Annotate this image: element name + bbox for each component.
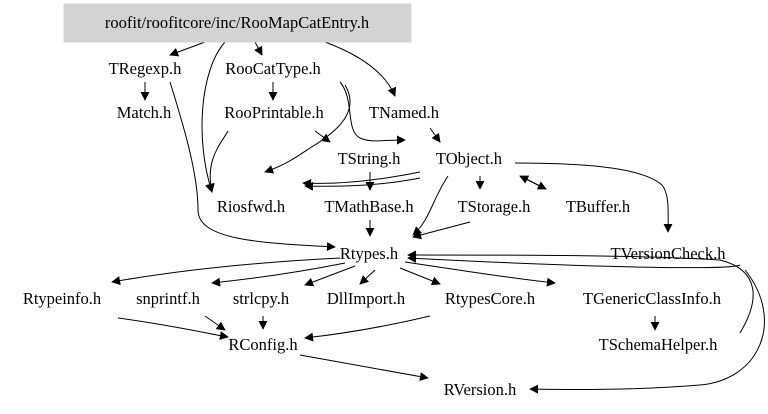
node-tgenericclassinfo: TGenericClassInfo.h: [583, 289, 722, 308]
node-tbuffer: TBuffer.h: [566, 197, 631, 216]
node-tmathbase: TMathBase.h: [324, 197, 414, 216]
edge-rtypes-snprintf: [211, 262, 346, 287]
edge-tstring-riosfwd: [302, 171, 421, 188]
edge-rtypes-tgenericclassinfo: [404, 261, 556, 287]
edge-rconfig-rversion: [299, 354, 429, 381]
edge-snprintf-rconfig: [204, 315, 226, 331]
node-tstorage: TStorage.h: [458, 197, 532, 216]
edge-rtypes-rtypeinfo: [111, 257, 341, 286]
edge-root-tnamed: [324, 41, 397, 97]
root-node-label: roofit/roofitcore/inc/RooMapCatEntry.h: [105, 13, 370, 32]
node-tnamed: TNamed.h: [369, 103, 440, 122]
edge-rooprintable-riosfwd: [205, 130, 229, 193]
edge-rtypes-dllimport: [359, 269, 376, 285]
edge-tnamed-tobject: [429, 127, 441, 143]
node-rversion: RVersion.h: [444, 380, 517, 399]
root-node-box: [63, 3, 412, 43]
edge-rtypes-rtypescore: [399, 267, 441, 286]
edge-rtypes-strlcpy: [304, 265, 356, 287]
node-match: Match.h: [117, 103, 172, 122]
edge-tobject-tversioncheck: [514, 162, 673, 233]
node-riosfwd: Riosfwd.h: [217, 197, 286, 216]
edge-roocattype-tstring: [264, 84, 351, 174]
edge-tstorage-rtypes: [412, 221, 471, 240]
node-tobject: TObject.h: [436, 149, 503, 168]
node-tstring: TString.h: [338, 149, 402, 168]
nodes: roofit/roofitcore/inc/RooMapCatEntry.h T…: [23, 3, 726, 399]
node-snprintf: snprintf.h: [136, 289, 200, 308]
edge-tobject-riosfwd: [304, 177, 421, 191]
edge-root-tregexp: [169, 41, 206, 57]
edge-roocattype-tobject: [339, 81, 406, 145]
edge-rooprintable-tstring: [314, 130, 331, 143]
edge-root-roocattype: [254, 41, 263, 56]
node-rooprintable: RooPrintable.h: [224, 103, 324, 122]
node-rtypescore: RtypesCore.h: [445, 289, 536, 308]
node-tregexp: TRegexp.h: [109, 59, 183, 78]
node-rtypeinfo: Rtypeinfo.h: [23, 289, 102, 308]
edge-tschemahelper-rtypes: [407, 250, 754, 334]
node-tschemahelper: TSchemaHelper.h: [599, 335, 718, 354]
node-roocattype: RooCatType.h: [225, 59, 321, 78]
edge-tversioncheck-rversion: [529, 269, 765, 394]
edge-root-riosfwd: [201, 41, 226, 193]
node-rtypes: Rtypes.h: [340, 244, 399, 263]
edge-rtypescore-rconfig: [304, 315, 431, 342]
edges: [111, 41, 765, 394]
edge-tregexp-rtypes: [169, 81, 336, 252]
node-strlcpy: strlcpy.h: [233, 289, 290, 308]
edge-tobject-rtypes: [412, 175, 449, 236]
edge-rtypeinfo-rconfig: [117, 317, 229, 341]
edge-tversioncheck-rtypes: [407, 253, 741, 269]
node-rconfig: RConfig.h: [228, 335, 298, 354]
node-dllimport: DllImport.h: [327, 289, 406, 308]
node-tversioncheck: TVersionCheck.h: [610, 244, 726, 263]
edge-tbuffer-tobject: [519, 175, 547, 190]
